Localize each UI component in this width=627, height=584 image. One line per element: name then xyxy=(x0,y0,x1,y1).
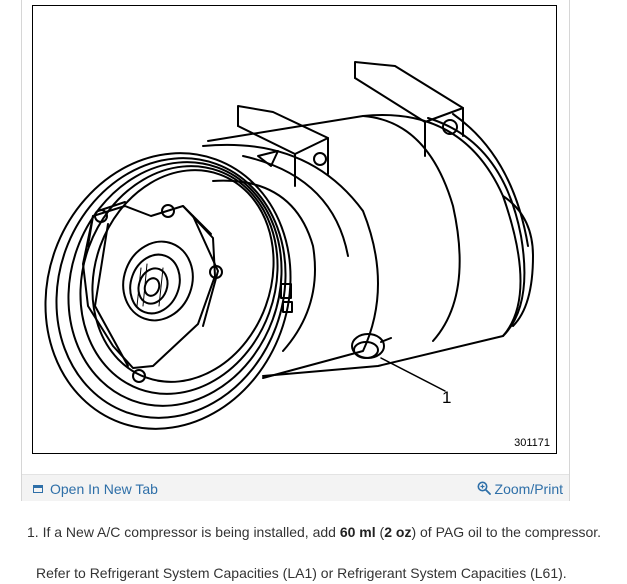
figure-footer: Open In New Tab Zoom/Print xyxy=(22,474,569,501)
zoom-print-label: Zoom/Print xyxy=(494,481,563,497)
compressor-illustration: 1 301171 xyxy=(32,5,557,454)
paren-open: ( xyxy=(375,524,385,540)
zoom-magnifier-icon xyxy=(477,481,491,495)
step-number: 1. xyxy=(27,524,39,540)
instructions: 1. If a New A/C compressor is being inst… xyxy=(27,523,617,541)
compressor-drawing xyxy=(44,61,534,430)
oil-amount-ml: 60 ml xyxy=(339,524,376,540)
zoom-print-link[interactable]: Zoom/Print xyxy=(477,481,563,497)
oil-amount-oz: 2 oz xyxy=(384,524,412,540)
step-text-after: ) of PAG oil to the compressor. xyxy=(411,524,602,540)
open-in-new-tab-link[interactable]: Open In New Tab xyxy=(33,481,158,497)
callout-number-1: 1 xyxy=(442,388,452,407)
figure-card: 1 301171 Open In New Tab Zoom/Print xyxy=(21,0,570,501)
open-in-new-tab-label: Open In New Tab xyxy=(50,481,158,497)
instruction-step-1: 1. If a New A/C compressor is being inst… xyxy=(27,523,617,541)
open-in-new-tab-icon xyxy=(33,485,43,493)
step-text-before: If a New A/C compressor is being install… xyxy=(42,524,340,540)
capacities-note: Refer to Refrigerant System Capacities (… xyxy=(36,565,567,581)
figure-id: 301171 xyxy=(514,437,550,449)
